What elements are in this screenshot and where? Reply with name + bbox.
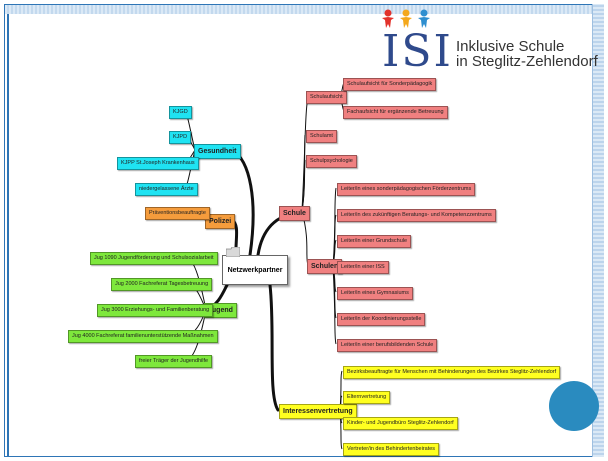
node-jugend-item: freier Träger der Jugendhilfe bbox=[135, 355, 213, 368]
branch-interessenvertretung bbox=[268, 283, 280, 412]
node-interessenvertretung-item: Kinder- und Jugendbüro Steglitz-Zehlendo… bbox=[343, 417, 458, 430]
node-jugend-item: Jug 2000 Fachreferat Tagesbetreuung bbox=[111, 278, 213, 291]
node-interessenvertretung-item: Elternvertretung bbox=[343, 391, 391, 404]
node-jugend-item: Jug 1090 Jugendförderung und Schulsozial… bbox=[90, 252, 218, 265]
node-schulpsychologie: Schulpsychologie bbox=[306, 155, 357, 168]
node-jugend-item: Jug 4000 Fachreferat familienunterstütze… bbox=[68, 330, 218, 343]
node-schulaufsicht-item: Fachaufsicht für ergänzende Betreuung bbox=[343, 106, 448, 119]
node-polizei-item: Präventionsbeauftragte bbox=[145, 207, 210, 220]
category-interessenvertretung: Interessenvertretung bbox=[279, 404, 357, 419]
node-interessenvertretung-item: Vertreter/in des Behindertenbeirates bbox=[343, 443, 440, 456]
node-gesundheit-item: KJPP St.Joseph Krankenhaus bbox=[117, 157, 199, 170]
node-jugend-item: Jug 3000 Erziehungs- und Familienberatun… bbox=[97, 304, 214, 317]
node-schulaufsicht-item: Schulaufsicht für Sonderpädagogik bbox=[343, 78, 437, 91]
left-border-line bbox=[7, 14, 9, 457]
category-gesundheit: Gesundheit bbox=[194, 144, 241, 159]
node-schulen-item: Leiter/in einer berufsbildenden Schule bbox=[337, 339, 438, 352]
node-gesundheit-item: KJPD bbox=[169, 131, 192, 144]
decorative-circle bbox=[549, 381, 599, 431]
node-gesundheit-item: niedergelassene Ärzte bbox=[135, 183, 198, 196]
slide-frame bbox=[4, 4, 600, 457]
category-schule: Schule bbox=[279, 206, 310, 221]
category-polizei: Polizei bbox=[205, 214, 236, 229]
node-schulen-item: Leiter/in des zukünftigen Beratungs- und… bbox=[337, 209, 496, 222]
logo-tagline-2: in Steglitz-Zehlendorf bbox=[456, 53, 598, 70]
folder-icon bbox=[226, 247, 240, 257]
node-schulen-item: Leiter/in einer ISS bbox=[337, 261, 389, 274]
isi-logo: ISI Inklusive Schule in Steglitz-Zehlend… bbox=[380, 8, 598, 78]
node-schulamt: Schulamt bbox=[306, 130, 337, 143]
center-node: Netzwerkpartner bbox=[222, 255, 288, 285]
node-schulen-item: Leiter/in eines sonderpädagogischen Förd… bbox=[337, 183, 476, 196]
node-interessenvertretung-item: Bezirksbeauftragte für Menschen mit Behi… bbox=[343, 366, 561, 379]
node-schulen-item: Leiter/in eines Gymnasiums bbox=[337, 287, 413, 300]
node-schulen-item: Leiter/in einer Grundschule bbox=[337, 235, 412, 248]
top-decoration-bar bbox=[5, 5, 599, 14]
node-schulaufsicht: Schulaufsicht bbox=[306, 91, 347, 104]
logo-brand-text: ISI bbox=[382, 26, 453, 77]
node-gesundheit-item: KJGD bbox=[169, 106, 192, 119]
right-decoration-bar bbox=[592, 4, 604, 457]
logo-tagline-1: Inklusive Schule bbox=[456, 38, 565, 55]
node-schulen-item: Leiter/in der Koordinierungsstelle bbox=[337, 313, 426, 326]
children-figures-icon bbox=[382, 9, 430, 28]
